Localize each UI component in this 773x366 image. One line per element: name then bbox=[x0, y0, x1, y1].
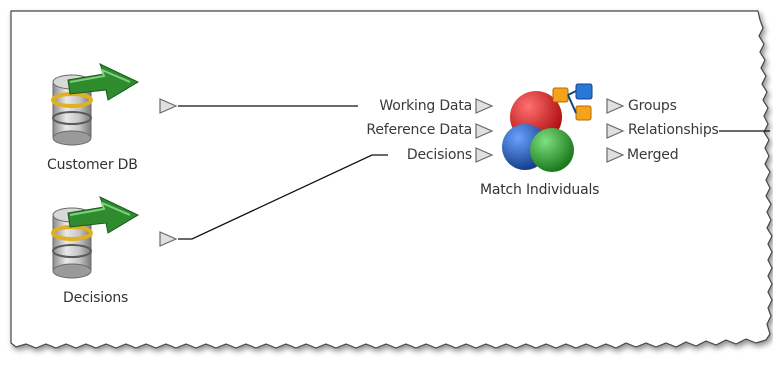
database-reader-icon[interactable] bbox=[51, 196, 140, 279]
match-processor-icon[interactable] bbox=[502, 83, 593, 172]
input-label-reference-data: Reference Data bbox=[366, 122, 472, 138]
output-label-relationships: Relationships bbox=[628, 122, 719, 138]
port-input-icon[interactable] bbox=[475, 123, 494, 139]
output-label-merged: Merged bbox=[627, 147, 679, 163]
database-reader-icon[interactable] bbox=[51, 63, 140, 146]
input-label-decisions: Decisions bbox=[406, 147, 472, 163]
port-output-icon[interactable] bbox=[159, 98, 178, 114]
node-label-customer-db: Customer DB bbox=[47, 157, 138, 173]
connection-decisions[interactable] bbox=[178, 154, 388, 240]
port-input-icon[interactable] bbox=[475, 147, 494, 163]
port-input-icon[interactable] bbox=[475, 98, 494, 114]
port-output-icon[interactable] bbox=[159, 231, 178, 247]
port-output-icon[interactable] bbox=[606, 147, 625, 163]
port-output-icon[interactable] bbox=[606, 123, 625, 139]
node-label-match-individuals: Match Individuals bbox=[480, 182, 600, 198]
input-label-working-data: Working Data bbox=[379, 98, 472, 114]
output-label-groups: Groups bbox=[628, 98, 677, 114]
port-output-icon[interactable] bbox=[606, 98, 625, 114]
node-label-decisions: Decisions bbox=[63, 290, 129, 306]
